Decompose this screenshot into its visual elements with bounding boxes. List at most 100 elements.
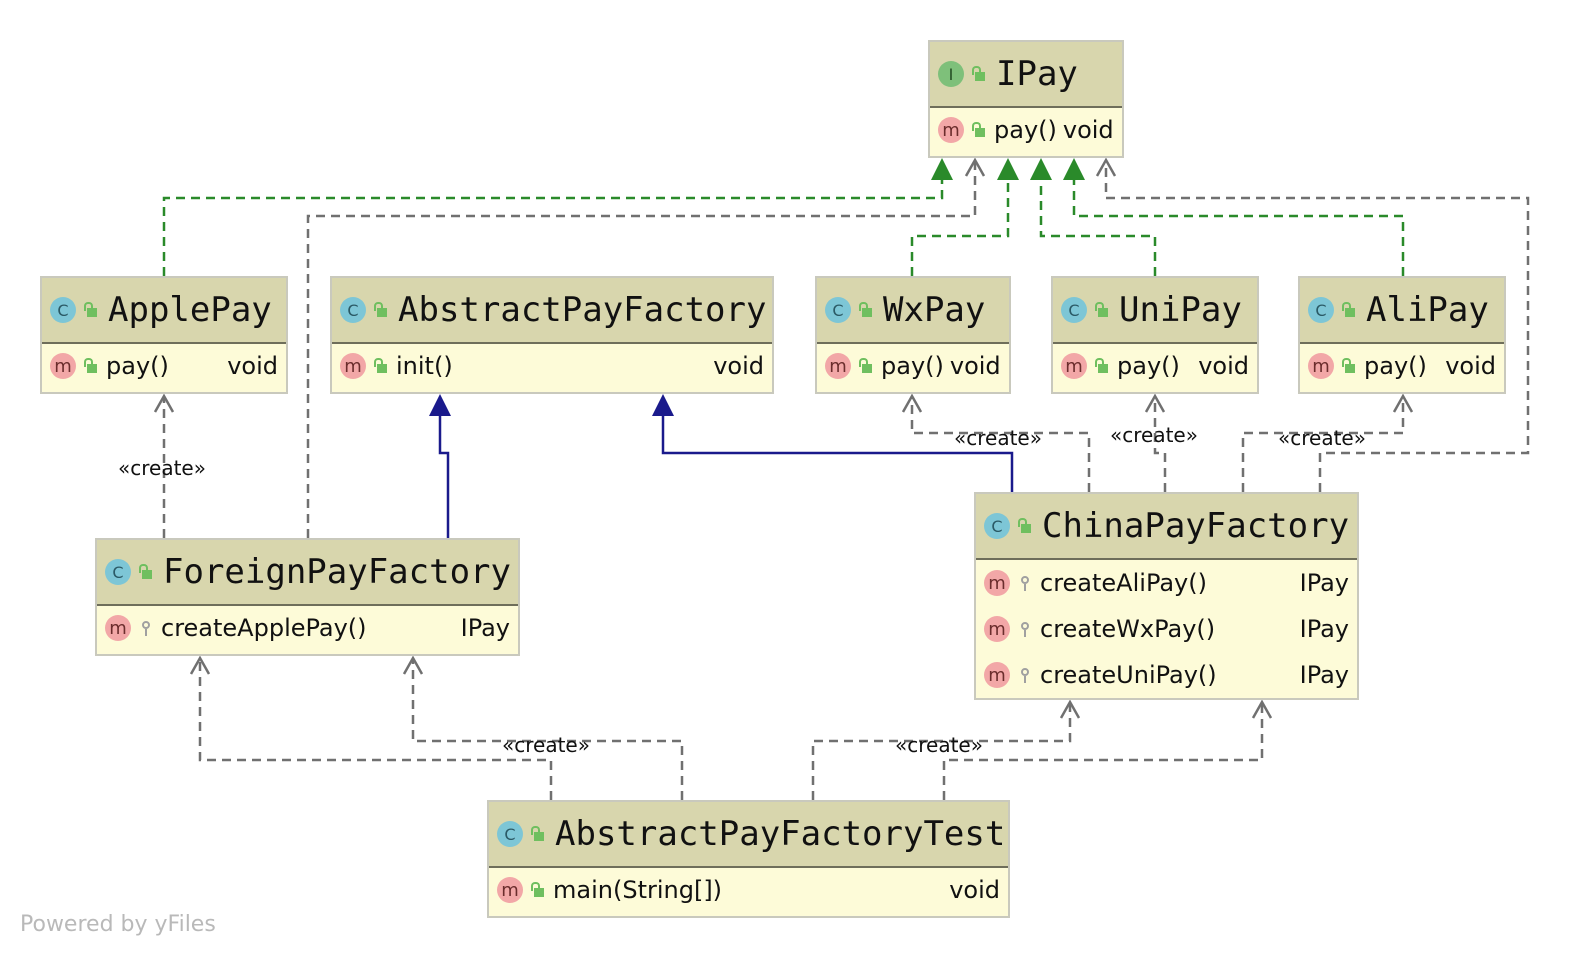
method-row: m main(String[]) void	[489, 868, 1008, 912]
method-name: main(String[])	[553, 876, 723, 904]
realization-arrowhead	[997, 158, 1019, 180]
class-unipay[interactable]: C UniPay m pay() void	[1051, 276, 1259, 394]
class-icon: C	[825, 297, 851, 323]
public-visibility-icon	[84, 302, 98, 318]
class-wxpay-header: C WxPay	[817, 278, 1009, 344]
create-label-unipay: «create»	[1110, 423, 1198, 447]
method-row: m pay() void	[817, 344, 1009, 388]
public-visibility-icon	[859, 358, 873, 374]
class-icon: C	[50, 297, 76, 323]
class-chinapayfactory[interactable]: C ChinaPayFactory m createAliPay() IPay …	[974, 492, 1359, 700]
class-name: WxPay	[883, 290, 986, 330]
dependency-arrowhead	[1095, 157, 1117, 177]
class-ipay[interactable]: I IPay m pay() void	[928, 40, 1124, 158]
dependency-arrowhead	[901, 393, 923, 413]
method-name: pay()	[106, 352, 169, 380]
class-name: IPay	[996, 54, 1078, 94]
method-row: m createWxPay() IPay	[976, 606, 1357, 652]
public-visibility-icon	[139, 564, 153, 580]
method-icon: m	[1308, 353, 1334, 379]
create-edge-unipay	[1153, 396, 1167, 492]
method-name: pay()	[1364, 352, 1427, 380]
class-name: ApplePay	[108, 290, 272, 330]
method-type: IPay	[1299, 661, 1349, 689]
dependency-arrowhead	[189, 655, 211, 675]
method-type: void	[949, 352, 1001, 380]
method-icon: m	[1061, 353, 1087, 379]
class-applepay[interactable]: C ApplePay m pay() void	[40, 276, 288, 394]
create-edge-chinapayfactory	[811, 702, 1072, 800]
realization-arrowhead	[1063, 158, 1085, 180]
public-visibility-icon	[1342, 358, 1356, 374]
public-visibility-icon	[374, 358, 388, 374]
realization-arrowhead	[1030, 158, 1052, 180]
method-icon: m	[984, 570, 1010, 596]
method-type: IPay	[460, 614, 510, 642]
dependency-edge-test-chinapayfactory	[942, 702, 1264, 800]
method-type: IPay	[1299, 569, 1349, 597]
method-name: pay()	[994, 116, 1057, 144]
method-name: createApplePay()	[161, 614, 367, 642]
package-visibility-icon	[1018, 667, 1032, 683]
dependency-arrowhead	[153, 393, 175, 413]
method-type: void	[1198, 352, 1249, 380]
class-wxpay[interactable]: C WxPay m pay() void	[815, 276, 1011, 394]
inheritance-arrowhead	[652, 394, 674, 416]
method-icon: m	[50, 353, 76, 379]
public-visibility-icon	[859, 302, 873, 318]
class-abstractpayfactorytest-header: C AbstractPayFactoryTest	[489, 802, 1008, 868]
class-foreignpayfactory[interactable]: C ForeignPayFactory m createApplePay() I…	[95, 538, 520, 656]
class-abstractpayfactorytest[interactable]: C AbstractPayFactoryTest m main(String[]…	[487, 800, 1010, 918]
class-abstractpayfactory[interactable]: C AbstractPayFactory m init() void	[330, 276, 774, 394]
method-row: m pay() void	[930, 108, 1122, 152]
dependency-edge-chinapayfactory-ipay	[1104, 160, 1530, 492]
inheritance-edge-foreignpayfactory	[438, 416, 450, 538]
public-visibility-icon	[531, 882, 545, 898]
method-name: init()	[396, 352, 453, 380]
method-name: createAliPay()	[1040, 569, 1207, 597]
method-name: createUniPay()	[1040, 661, 1217, 689]
method-type: void	[227, 352, 278, 380]
runnable-class-icon: C	[497, 821, 523, 847]
public-visibility-icon	[1342, 302, 1356, 318]
static-method-icon: m	[497, 877, 523, 903]
class-name: AliPay	[1366, 290, 1489, 330]
public-visibility-icon	[1018, 518, 1032, 534]
create-label-chinapayfactory: «create»	[895, 733, 983, 757]
method-row: m init() void	[332, 344, 772, 388]
class-name: AbstractPayFactoryTest	[555, 814, 1006, 854]
class-icon: C	[105, 559, 131, 585]
realization-edge-wxpay	[910, 180, 1010, 276]
public-visibility-icon	[374, 302, 388, 318]
interface-icon: I	[938, 61, 964, 87]
abstract-class-icon: C	[340, 297, 366, 323]
public-visibility-icon	[972, 122, 986, 138]
method-icon: m	[984, 662, 1010, 688]
create-label-alipay: «create»	[1278, 426, 1366, 450]
dependency-arrowhead	[1392, 393, 1414, 413]
method-icon: m	[105, 615, 131, 641]
public-visibility-icon	[531, 826, 545, 842]
method-icon: m	[825, 353, 851, 379]
public-visibility-icon	[972, 66, 986, 82]
class-name: ForeignPayFactory	[163, 552, 511, 592]
method-row: m createUniPay() IPay	[976, 652, 1357, 698]
class-alipay[interactable]: C AliPay m pay() void	[1298, 276, 1506, 394]
create-label-applepay: «create»	[118, 456, 206, 480]
create-edge-foreignpayfactory	[411, 658, 684, 800]
class-chinapayfactory-header: C ChinaPayFactory	[976, 494, 1357, 560]
class-name: AbstractPayFactory	[398, 290, 767, 330]
method-row: m pay() void	[1053, 344, 1257, 388]
class-abstractpayfactory-header: C AbstractPayFactory	[332, 278, 772, 344]
method-type: void	[713, 352, 764, 380]
class-name: UniPay	[1119, 290, 1242, 330]
realization-edge-applepay	[162, 180, 944, 276]
class-unipay-header: C UniPay	[1053, 278, 1257, 344]
method-icon: m	[984, 616, 1010, 642]
package-visibility-icon	[1018, 575, 1032, 591]
dependency-arrowhead	[1251, 699, 1273, 719]
create-label-foreignpayfactory: «create»	[502, 733, 590, 757]
method-name: createWxPay()	[1040, 615, 1216, 643]
method-row: m createApplePay() IPay	[97, 606, 518, 650]
